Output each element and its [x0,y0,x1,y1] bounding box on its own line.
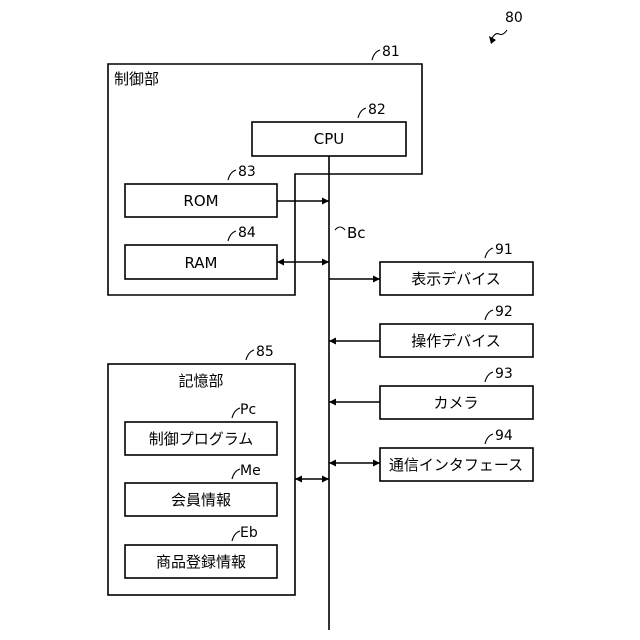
device-operation: 操作デバイス 92 [329,304,533,357]
control-unit-ref: 81 [382,44,400,60]
figure-ref-pointer [489,30,507,44]
device-communication-interface: 通信インタフェース 94 [329,428,533,481]
device-ref: 93 [495,366,513,382]
device-ref: 91 [495,242,513,258]
device-ref: 92 [495,304,513,320]
device-label: 表示デバイス [411,270,501,288]
device-ref: 94 [495,428,513,444]
cpu-ref: 82 [368,102,386,118]
storage-item-ref: Me [240,463,261,479]
device-label: 操作デバイス [411,332,501,350]
rom-ref: 83 [238,164,256,180]
storage-item-ref: Eb [240,525,258,541]
storage-unit-ref: 85 [256,344,274,360]
control-unit-title: 制御部 [114,70,159,88]
device-display: 表示デバイス 91 [329,242,533,295]
device-camera: カメラ 93 [329,366,533,419]
storage-unit-title: 記憶部 [178,372,223,390]
device-label: カメラ [433,394,478,412]
device-label: 通信インタフェース [389,456,523,474]
figure-ref: 80 [505,10,523,26]
storage-item-label: 会員情報 [171,491,231,509]
storage-item-ref: Pc [240,402,256,418]
storage-item-label: 商品登録情報 [156,553,246,571]
bus-label: Bc [347,224,366,242]
ram-ref: 84 [238,225,256,241]
storage-item-label: 制御プログラム [149,430,254,448]
ram-label: RAM [184,254,217,272]
bus-line: Bc [329,156,366,630]
cpu-label: CPU [314,130,345,148]
rom-label: ROM [183,192,218,210]
